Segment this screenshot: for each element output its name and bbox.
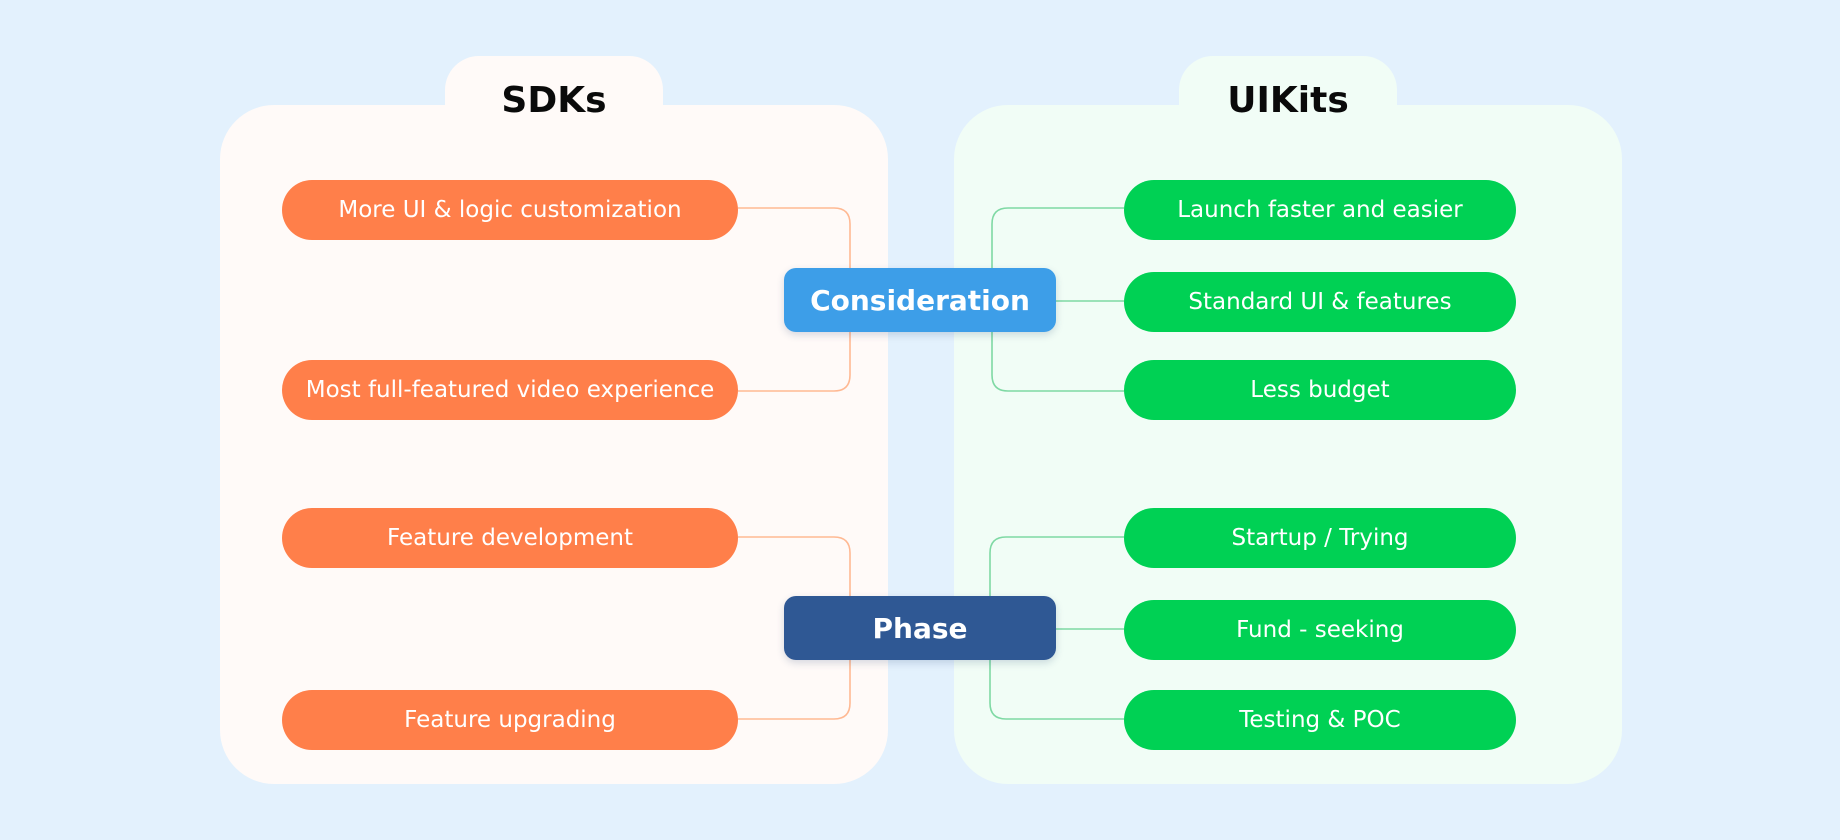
sdk-connectors bbox=[738, 207, 851, 720]
connector-uikit-4 bbox=[989, 536, 1124, 596]
uikit-item-testing-poc: Testing & POC bbox=[1124, 690, 1516, 750]
uikit-item-less-budget: Less budget bbox=[1124, 360, 1516, 420]
connector-sdk-2 bbox=[738, 332, 851, 392]
uikit-item-standard-ui: Standard UI & features bbox=[1124, 272, 1516, 332]
sdk-item-feature-development: Feature development bbox=[282, 508, 738, 568]
uikit-connectors bbox=[989, 207, 1124, 720]
connector-sdk-3 bbox=[738, 536, 851, 596]
sdk-item-full-featured-video: Most full-featured video experience bbox=[282, 360, 738, 420]
connector-sdk-1 bbox=[738, 207, 851, 268]
uikit-item-fund-seeking: Fund - seeking bbox=[1124, 600, 1516, 660]
sdk-item-feature-upgrading: Feature upgrading bbox=[282, 690, 738, 750]
consideration-node: Consideration bbox=[784, 268, 1056, 332]
uikits-title: UIKits bbox=[1179, 56, 1397, 119]
connector-uikit-6 bbox=[989, 660, 1124, 720]
phase-node: Phase bbox=[784, 596, 1056, 660]
connector-uikit-1 bbox=[991, 207, 1124, 268]
uikit-item-launch-faster: Launch faster and easier bbox=[1124, 180, 1516, 240]
uikit-item-startup-trying: Startup / Trying bbox=[1124, 508, 1516, 568]
sdks-title: SDKs bbox=[445, 56, 663, 119]
sdk-item-ui-logic-customization: More UI & logic customization bbox=[282, 180, 738, 240]
connector-uikit-3 bbox=[991, 332, 1124, 392]
connector-sdk-4 bbox=[738, 660, 851, 720]
